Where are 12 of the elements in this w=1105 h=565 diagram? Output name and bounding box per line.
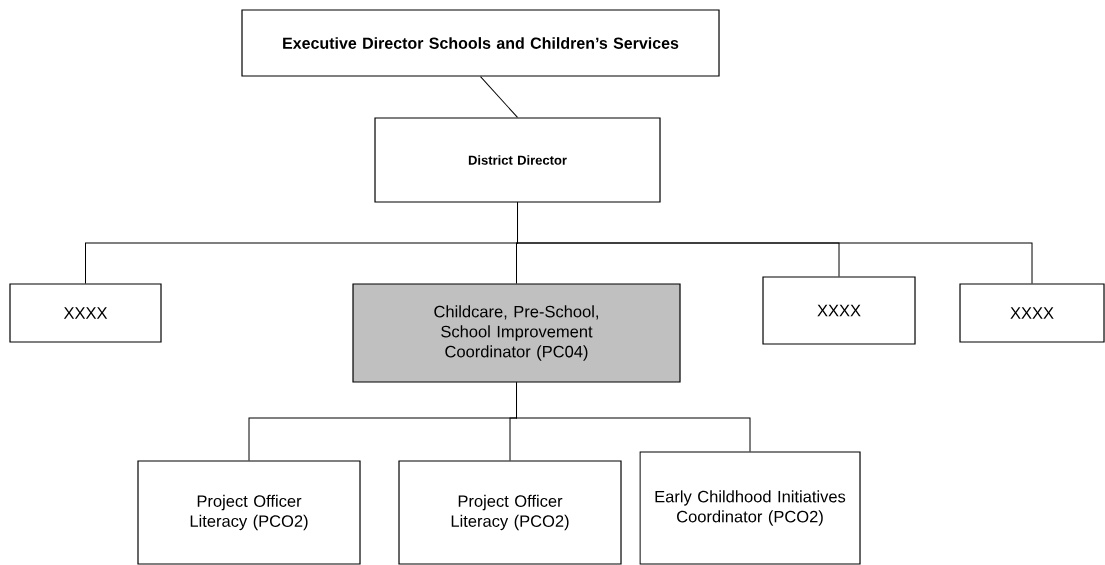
org-box: Project Officer Literacy (PCO2): [398, 460, 622, 565]
connector-line: [517, 202, 1033, 284]
org-box: Project Officer Literacy (PCO2): [137, 460, 361, 565]
connector-line: [516, 382, 751, 452]
connector-line: [480, 76, 518, 118]
org-box: XXXX: [959, 283, 1105, 343]
org-box: Executive Director Schools and Children’s Services: [241, 9, 720, 77]
org-box: Early Childhood Initiatives Coordinator (PCO2): [639, 451, 861, 565]
org-box: XXXX: [762, 276, 916, 345]
org-box: District Director: [374, 117, 661, 203]
org-box: XXXX: [9, 283, 162, 343]
org-box: Childcare, Pre-School, School Improvement Coordinator (PC04): [352, 283, 681, 383]
